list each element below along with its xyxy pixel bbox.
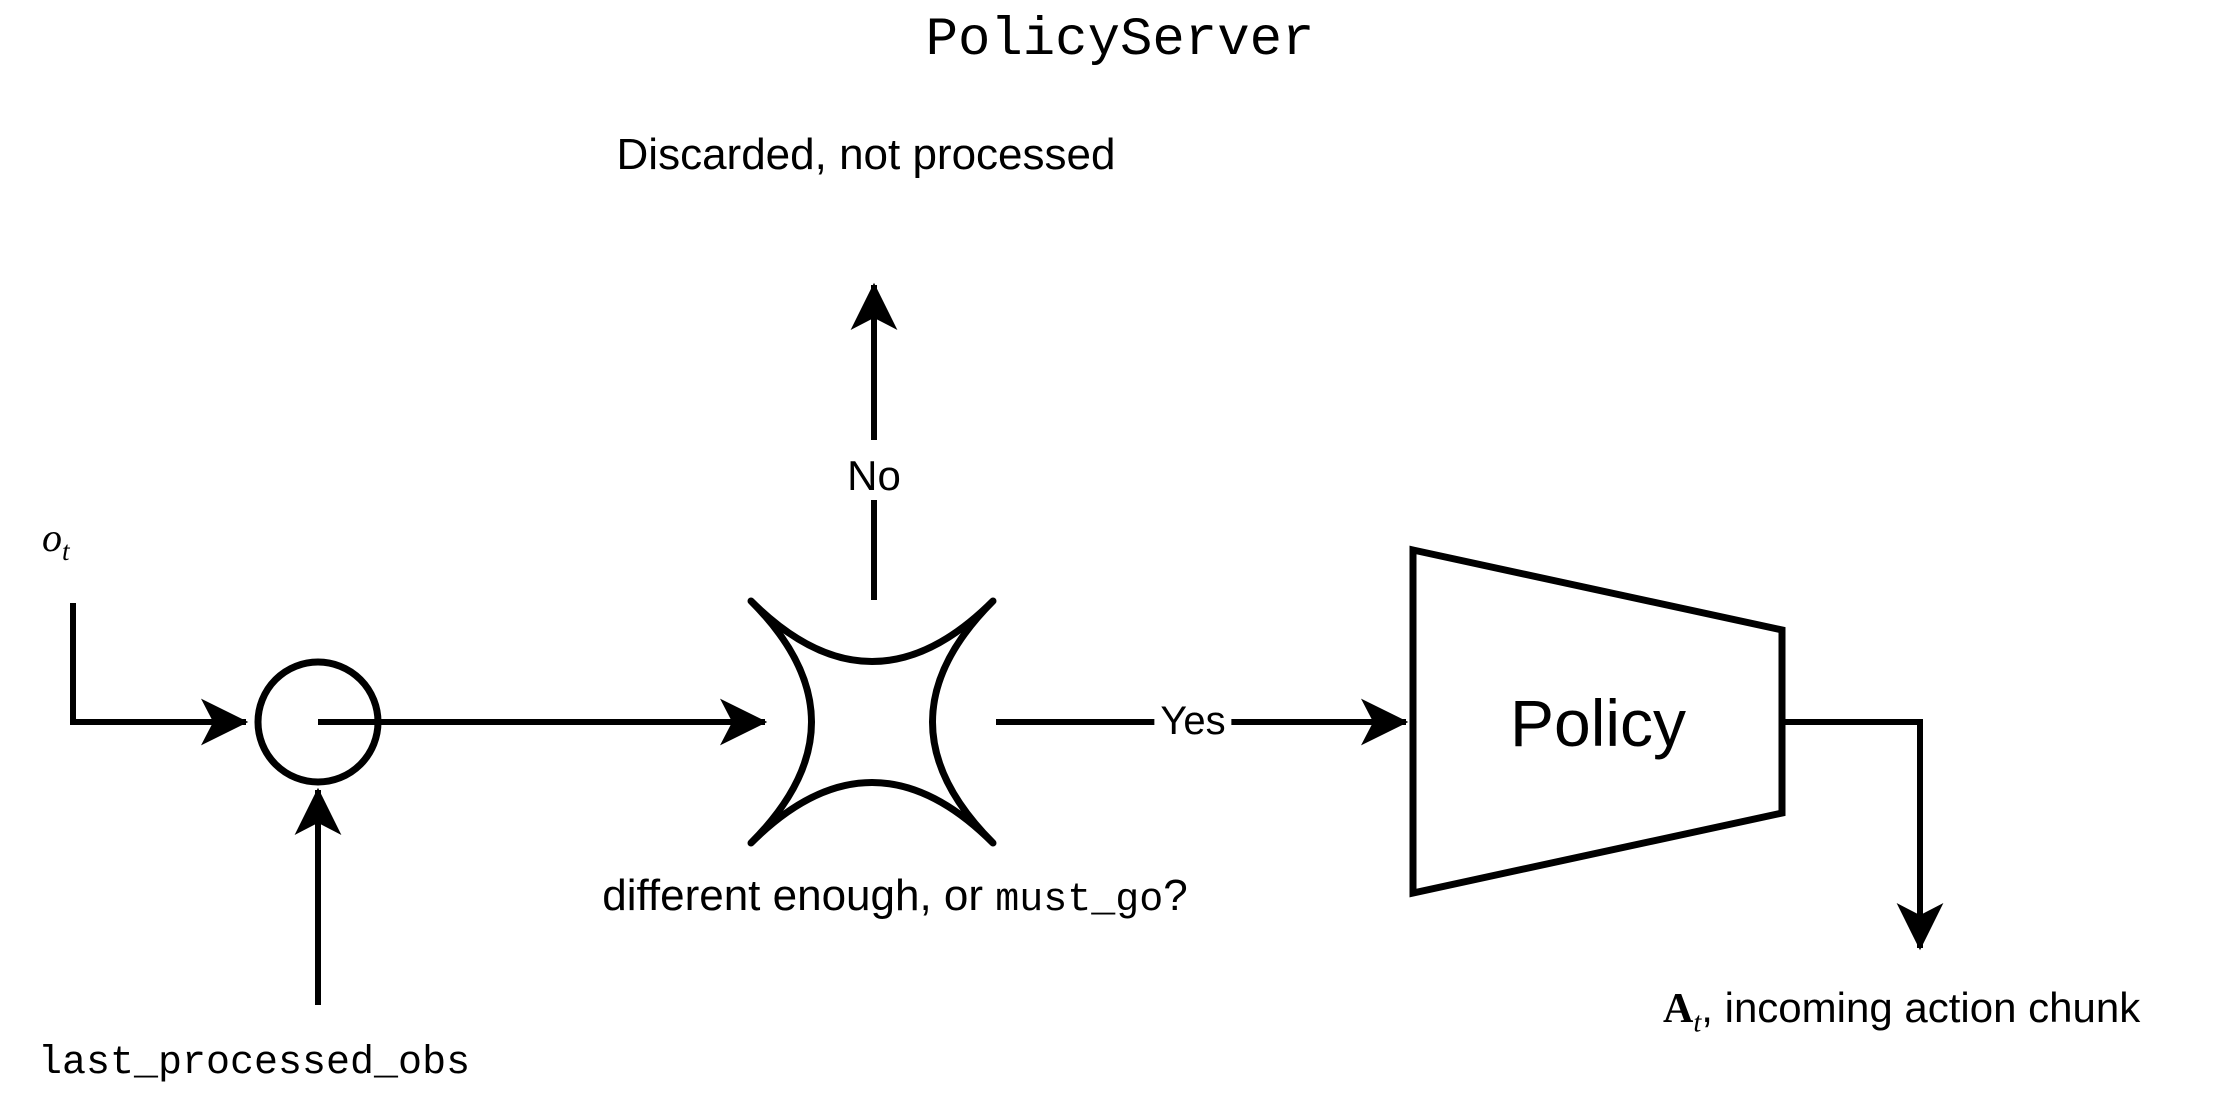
branch-yes-label: Yes — [1154, 701, 1232, 741]
observation-symbol: o — [42, 515, 62, 560]
action-chunk-subscript: t — [1693, 1007, 1702, 1039]
observation-symbol-label: ot — [42, 518, 70, 565]
decision-caption-prefix: different enough, or — [602, 871, 996, 920]
edge-observation-to-merge — [70, 603, 249, 746]
policy-node-label: Policy — [1509, 686, 1687, 760]
edge-policy-to-action — [1782, 719, 1944, 951]
page-title: PolicyServer — [925, 10, 1315, 71]
decision-caption-code: must_go — [995, 878, 1164, 923]
action-chunk-symbol: A — [1663, 986, 1694, 1032]
action-chunk-label: At, incoming action chunk — [1663, 987, 2140, 1038]
branch-no-label: No — [847, 452, 901, 499]
discarded-label: Discarded, not processed — [616, 130, 1116, 179]
observation-subscript: t — [62, 536, 70, 566]
policy-trapezoid-shape — [1409, 545, 1786, 898]
decision-star-shape — [747, 597, 997, 847]
last-processed-obs-label: last_processed_obs — [38, 1041, 471, 1086]
decision-caption: different enough, or must_go? — [602, 874, 1188, 921]
action-chunk-description: , incoming action chunk — [1701, 984, 2141, 1031]
decision-caption-suffix: ? — [1163, 871, 1188, 920]
